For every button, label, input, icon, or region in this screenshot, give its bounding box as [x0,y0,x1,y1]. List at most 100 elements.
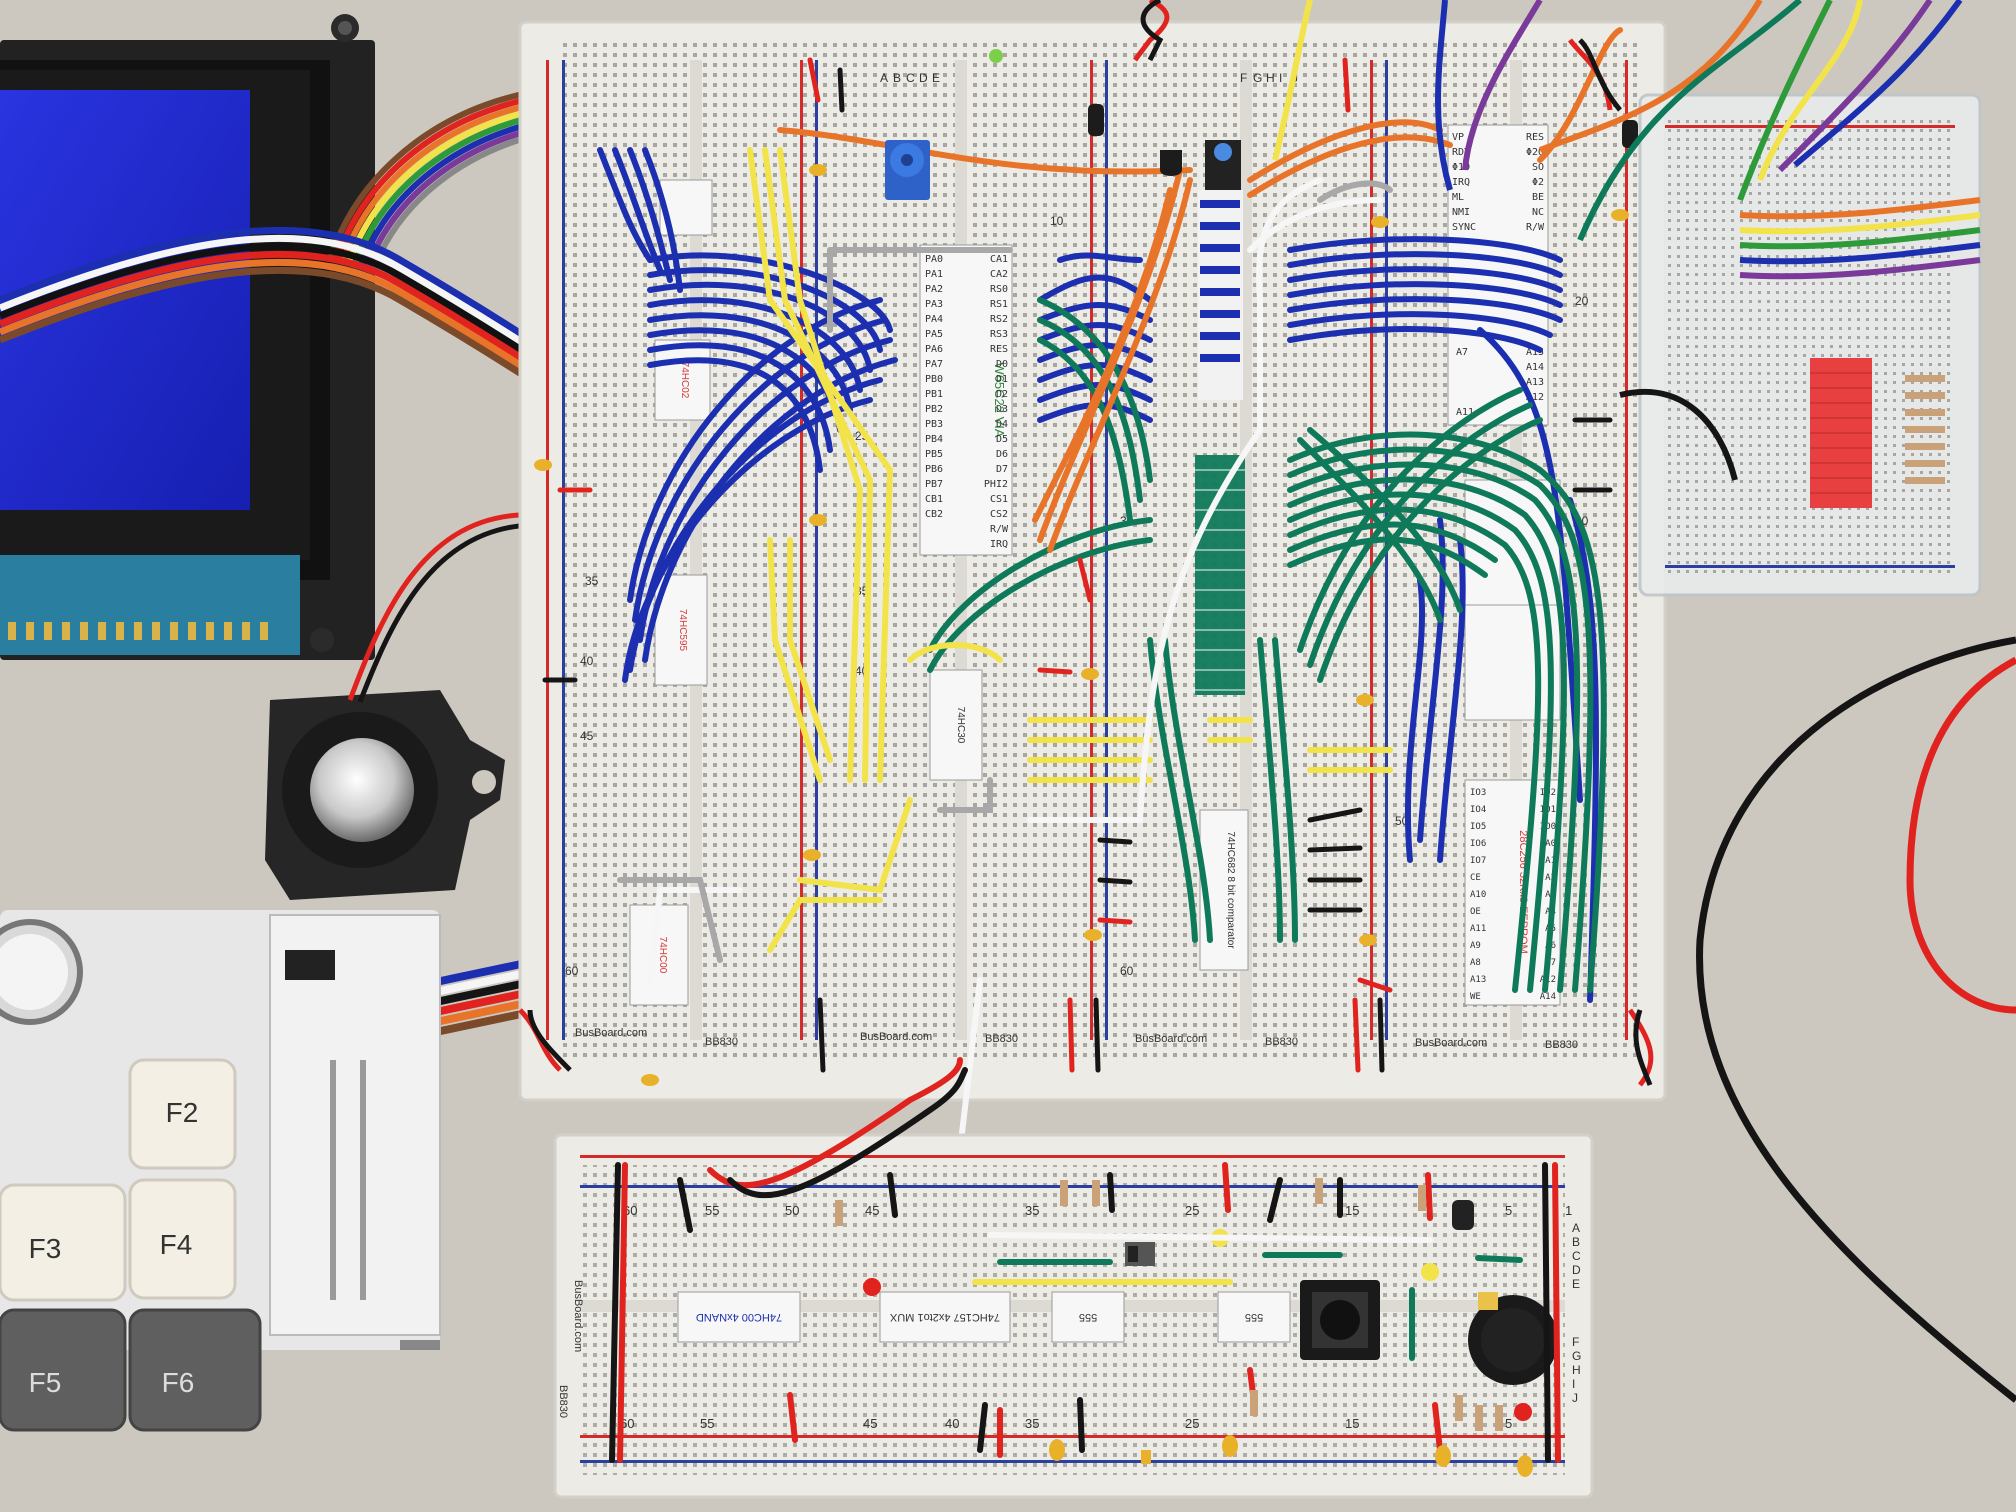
keycap-f5[interactable]: F5 [0,1308,127,1432]
eeprom-pin-io0: IO0 [1540,822,1556,832]
lower-row-50: 50 [785,1203,799,1218]
via-pin-pb0: PB0 [925,374,943,385]
via-pin-d2: D2 [996,389,1008,400]
chip-74hc30: 74HC30 [929,669,983,781]
via-pin-ca1: CA1 [990,254,1008,265]
lower-row-5-b: 5 [1505,1416,1512,1431]
via-pin-pb1: PB1 [925,389,943,400]
via-pin-irq: IRQ [990,539,1008,550]
bb830-label-4: BB830 [1545,1039,1578,1051]
via-pin-pa3: PA3 [925,299,943,310]
capacitors [534,164,1629,1086]
keycap-f2-label: F2 [166,1097,199,1128]
clock-step-button[interactable] [1300,1280,1380,1360]
orange-wire-bundle [777,27,1623,553]
via-pin-pb2: PB2 [925,404,943,415]
slide-switch[interactable] [1125,1242,1155,1266]
lower-col-i: I [1572,1377,1575,1391]
col-c: C [906,71,915,85]
power-cable-loop [1696,636,2016,1403]
lower-col-g: G [1572,1349,1581,1363]
via-pin-cs2: CS2 [990,509,1008,520]
nand-label: 74HC00 4xNAND [696,1311,782,1323]
reset-button[interactable] [1205,140,1241,190]
right-board-jumpers [1737,0,1981,280]
chip-74hc157-mux: 74HC157 4x2to1 MUX [879,1291,1011,1343]
cpu-pin-nc: NC [1532,207,1544,218]
lower-row-25-b: 25 [1185,1416,1199,1431]
via-pin-cb2: CB2 [925,509,943,520]
via-pin-rs2: RS2 [990,314,1008,325]
cpu-pin-rw: R/W [1526,222,1545,233]
via-pin-d7: D7 [996,464,1008,475]
col-i: I [1279,71,1282,85]
eeprom-pin-a0: A0 [1545,839,1556,849]
cpu-pin-nmi: NMI [1452,207,1470,218]
via-pin-ca2: CA2 [990,269,1008,280]
col-f: F [1240,71,1247,85]
eeprom-pin-a14: A14 [1540,992,1556,1002]
via-pin-pa1: PA1 [925,269,943,280]
busboard-label-4: BusBoard.com [1415,1037,1487,1049]
data-bus-jumpers [1198,190,1243,400]
chip-555-timer-b: 555 [1217,1291,1291,1343]
lower-row-55-b: 55 [700,1416,714,1431]
lower-row-55: 55 [705,1203,719,1218]
keycap-f5-label: F5 [29,1367,62,1398]
keycap-f3-label: F3 [29,1233,62,1264]
chip-74hc02-label: 74HC02 [679,362,690,399]
chip-74hc00-a-label: 74HC00 [657,937,668,974]
eeprom-pin-oe: OE [1470,907,1481,917]
cpu-pin-a14: A14 [1526,362,1544,373]
col-a: A [880,71,888,85]
via-pin-rw: R/W [990,524,1009,535]
via-pin-rs0: RS0 [990,284,1008,295]
keycap-f3[interactable]: F3 [0,1183,127,1302]
eeprom-pin-a9: A9 [1470,941,1481,951]
chip-top-left-small [659,179,713,236]
keycap-f2[interactable]: F2 [128,1058,237,1170]
row-number-labels: 35 40 45 60 25 35 40 10 30 60 20 30 50 [565,214,1589,978]
via-pin-pa7: PA7 [925,359,943,370]
via-pin-pb3: PB3 [925,419,943,430]
cpu-pin-so: SO [1532,162,1544,173]
eeprom-pin-we: WE [1470,992,1481,1002]
top-long-wires [1272,0,1802,481]
via-pin-rs1: RS1 [990,299,1008,310]
lower-row-1: 1 [1565,1203,1572,1218]
lower-col-h: H [1572,1363,1581,1377]
led-bar-graph [1810,358,1872,508]
col-d: D [919,71,928,85]
via-pin-d5: D5 [996,434,1008,445]
via-pin-rs3: RS3 [990,329,1008,340]
via-pin-d6: D6 [996,449,1008,460]
speaker-icon [265,690,505,900]
lower-col-f: F [1572,1335,1579,1349]
chip-74hc00-nand: 74HC00 4xNAND [677,1291,801,1343]
lower-busboard-label: BusBoard.com [572,1280,584,1352]
clock-speed-potentiometer-icon[interactable] [1468,1292,1558,1385]
keycap-f4[interactable]: F4 [128,1178,237,1300]
keycap-f6-label: F6 [162,1367,195,1398]
right-resistors [1905,375,1945,484]
via-pin-pb4: PB4 [925,434,943,445]
lower-row-15-b: 15 [1345,1416,1359,1431]
col-g: G [1253,71,1262,85]
bb830-label-1: BB830 [705,1036,738,1048]
cpu-pin-be: BE [1532,192,1544,203]
eeprom-pin-a7: A7 [1545,958,1556,968]
row-40-label: 40 [580,654,594,668]
eeprom-pin-a11: A11 [1470,924,1486,934]
potentiometer-icon[interactable] [885,140,930,200]
row-10-label: 10 [1050,214,1064,228]
short-jumpers [542,57,1613,1073]
chip-74hc02: 74HC02 [654,339,711,421]
row-45-label: 45 [580,729,594,743]
bb830-label-3: BB830 [1265,1036,1298,1048]
keycap-f6[interactable]: F6 [128,1308,262,1432]
yellow-wire-bundle [747,147,1393,953]
lower-row-45: 45 [865,1203,879,1218]
eeprom-pin-a10: A10 [1470,890,1486,900]
lower-bb830-label: BB830 [557,1385,569,1418]
